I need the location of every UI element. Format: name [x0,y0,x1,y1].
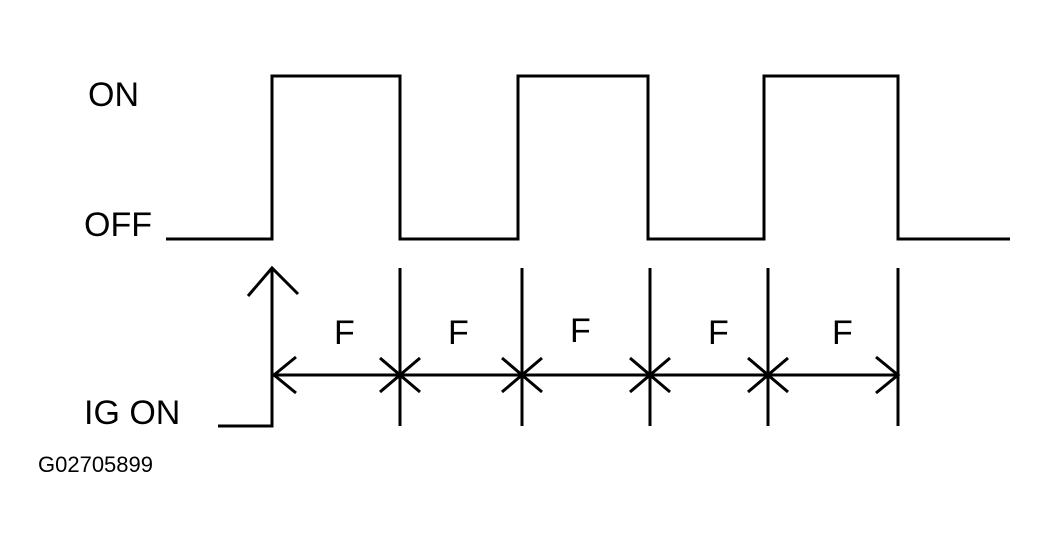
interval-label-5: F [832,314,853,352]
interval-label-1: F [334,314,355,352]
interval-label-4: F [708,314,729,352]
ig-on-label: IG ON [84,394,180,432]
interval-arrowheads-1 [379,356,421,394]
dimension-start-arrowhead [271,355,297,395]
ig-on-up-arrowhead [246,265,300,297]
figure-id: G02705899 [38,452,153,477]
off-state-label: OFF [84,206,152,244]
square-wave-signal [166,74,1010,241]
interval-arrowheads-2 [501,356,543,394]
interval-label-2: F [448,314,469,352]
on-state-label: ON [88,76,139,114]
interval-label-3: F [570,312,591,350]
dimension-end-arrowhead [875,355,901,395]
interval-arrowheads-3 [629,356,671,394]
ig-on-step-line [218,268,274,428]
interval-arrowheads-4 [747,356,789,394]
